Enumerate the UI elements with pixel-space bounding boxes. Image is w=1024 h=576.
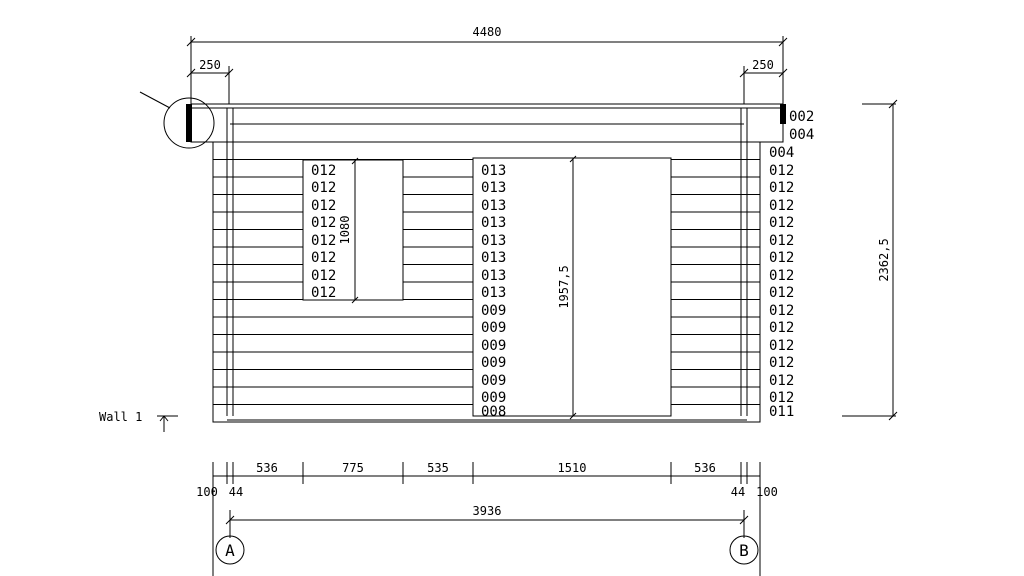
axis-label-b: B [739,541,749,560]
log-label-right-9: 012 [769,268,794,284]
dim-overhang-right: 250 [739,58,788,104]
log-label-right-14: 012 [769,355,794,371]
log-label-mid-14: 008 [481,404,506,420]
log-label-left-0: 012 [311,163,336,179]
log-label-left-5: 012 [311,250,336,266]
roof-end-left [186,104,192,142]
log-label-mid-1: 013 [481,180,506,196]
log-label-left-4: 012 [311,233,336,249]
log-label-left-6: 012 [311,268,336,284]
log-label-right-12: 012 [769,320,794,336]
log-label-right-6: 012 [769,215,794,231]
dim-base-width: 3936 [225,504,749,538]
log-label-right-8: 012 [769,250,794,266]
dim-height: 2362,5 [842,99,898,421]
dim-overhang-right-label: 250 [752,58,774,72]
middle-column-labels: 013 013 013 013 013 013 013 013 009 009 … [481,163,506,420]
dim-overall-width: 4480 [186,25,788,104]
detail-callout [139,91,215,149]
log-label-right-10: 012 [769,285,794,301]
log-label-right-4: 012 [769,180,794,196]
wall-label-group: Wall 1 [99,410,178,432]
dim-height-label: 2362,5 [877,238,891,281]
log-label-right-1: 004 [789,127,814,143]
dim-edge-right-outer: 100 [756,485,778,499]
log-label-mid-2: 013 [481,198,506,214]
log-label-left-7: 012 [311,285,336,301]
log-label-mid-11: 009 [481,355,506,371]
door-opening: 1957,5 [472,155,672,420]
corner-post-right [740,108,748,416]
dim-chain-bottom: 536 775 535 1510 536 100 44 44 100 [196,461,778,576]
dim-door-height-label: 1957,5 [557,265,571,308]
dim-edge-left-outer: 100 [196,485,218,499]
roof [186,103,786,143]
window-opening: 1080 [302,157,404,304]
log-label-left-1: 012 [311,180,336,196]
dim-segment-1: 775 [342,461,364,475]
log-label-mid-0: 013 [481,163,506,179]
dim-overhang-left-label: 250 [199,58,221,72]
log-label-right-0: 002 [789,109,814,125]
log-label-left-3: 012 [311,215,336,231]
log-label-left-2: 012 [311,198,336,214]
dim-window-height-label: 1080 [338,216,352,245]
roof-end-right [780,104,786,124]
log-label-right-13: 012 [769,338,794,354]
log-label-mid-3: 013 [481,215,506,231]
log-label-right-17: 011 [769,404,794,420]
dim-overhang-left: 250 [186,58,234,104]
log-label-right-7: 012 [769,233,794,249]
log-label-right-16: 012 [769,390,794,406]
dim-edge-left-inner: 44 [229,485,243,499]
log-label-right-11: 012 [769,303,794,319]
dim-base-width-label: 3936 [473,504,502,518]
dim-segment-2: 535 [427,461,449,475]
dim-edge-right-inner: 44 [731,485,745,499]
log-label-mid-9: 009 [481,320,506,336]
log-label-right-2: 004 [769,145,794,161]
log-label-right-15: 012 [769,373,794,389]
corner-post-left [226,108,234,416]
log-label-mid-5: 013 [481,250,506,266]
log-label-mid-13: 009 [481,390,506,406]
dim-segment-3: 1510 [558,461,587,475]
log-label-mid-12: 009 [481,373,506,389]
log-label-mid-4: 013 [481,233,506,249]
log-label-mid-6: 013 [481,268,506,284]
wall-label: Wall 1 [99,410,142,424]
axis-label-a: A [225,541,235,560]
axis-marker-b: B [729,535,759,565]
left-column-labels: 012 012 012 012 012 012 012 012 [311,163,336,301]
axis-marker-a: A [215,535,245,565]
log-label-right-3: 012 [769,163,794,179]
dim-overall-width-label: 4480 [473,25,502,39]
right-column-labels: 002 004 004 012 012 012 012 012 012 012 … [769,109,814,420]
dim-segment-0: 536 [256,461,278,475]
wall-log [212,141,761,160]
dim-segment-4: 536 [694,461,716,475]
log-label-right-5: 012 [769,198,794,214]
log-label-mid-7: 013 [481,285,506,301]
log-label-mid-10: 009 [481,338,506,354]
log-label-mid-8: 009 [481,303,506,319]
